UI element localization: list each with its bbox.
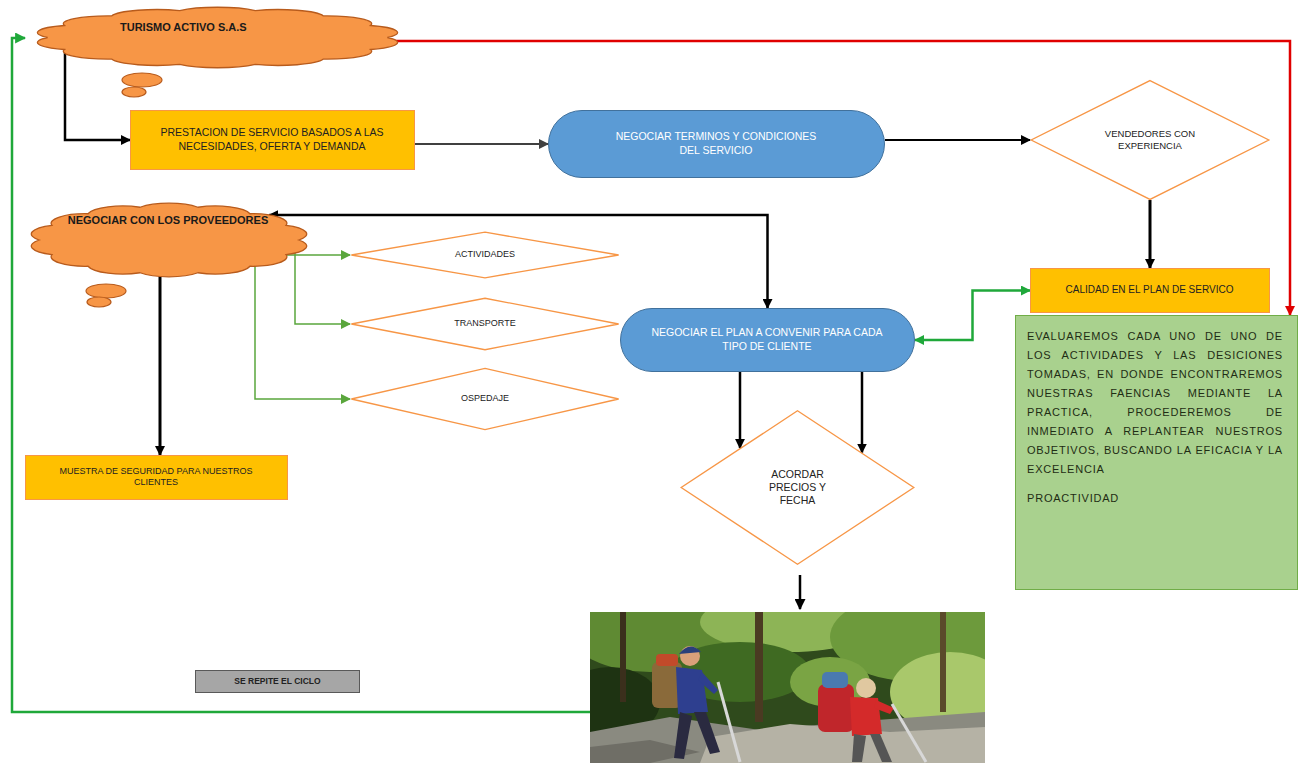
hikers-photo	[590, 612, 985, 763]
connector	[1149, 200, 1152, 268]
diamond-shape	[1031, 81, 1269, 200]
node-text: PRESTACION DE SERVICIO BASADOS A LAS NEC…	[152, 126, 392, 152]
process-box: MUESTRA DE SEGURIDAD PARA NUESTROS CLIEN…	[25, 455, 288, 500]
decision-diamond: VENDEDORES CON EXPERIENCIA	[1030, 80, 1270, 200]
label-box: SE REPITE EL CICLO	[195, 670, 360, 693]
node-content: NEGOCIAR EL PLAN A CONVENIR PARA CADA TI…	[642, 326, 892, 352]
connector	[375, 41, 1290, 315]
node-text: CALIDAD EN EL PLAN DE SERVICO	[1045, 284, 1255, 297]
node-content: PRESTACION DE SERVICIO BASADOS A LAS NEC…	[152, 126, 392, 152]
node-content: ACORDAR PRECIOS Y FECHA	[755, 468, 840, 507]
node-text: NEGOCIAR EL PLAN A CONVENIR PARA CADA TI…	[642, 326, 892, 352]
node-text: TRANSPORTE	[425, 318, 545, 329]
node-content: ACTIVIDADES	[425, 249, 545, 260]
node-content: TURISMO ACTIVO S.A.S	[120, 21, 300, 35]
node-content: SE REPITE EL CICLO	[203, 676, 353, 687]
node-text: MUESTRA DE SEGURIDAD PARA NUESTROS CLIEN…	[41, 466, 271, 489]
node-subtext: PROACTIVIDAD	[1027, 489, 1283, 508]
node-text: NEGOCIAR CON LOS PROVEEDORES	[63, 214, 273, 228]
process-box: PRESTACION DE SERVICIO BASADOS A LAS NEC…	[130, 110, 415, 170]
decision-diamond: ACORDAR PRECIOS Y FECHA	[680, 410, 915, 565]
node-text: EVALUAREMOS CADA UNO DE UNO DE LOS ACTIV…	[1027, 327, 1283, 479]
cloud-callout: NEGOCIAR CON LOS PROVEEDORES	[18, 198, 320, 282]
decision-diamond: TRANSPORTE	[350, 298, 620, 350]
node-content: VENDEDORES CON EXPERIENCIA	[1095, 128, 1205, 152]
connector	[861, 372, 864, 453]
cloud-shape	[37, 7, 397, 68]
diamond-shape	[681, 411, 914, 564]
rounded-process: NEGOCIAR TERMINOS Y CONDICIONES DEL SERV…	[548, 110, 885, 178]
node-text: OSPEDAJE	[425, 393, 545, 404]
node-content: OSPEDAJE	[425, 393, 545, 404]
cloud-shape	[31, 203, 306, 277]
node-content: EVALUAREMOS CADA UNO DE UNO DE LOS ACTIV…	[1027, 327, 1283, 508]
node-text: NEGOCIAR TERMINOS Y CONDICIONES DEL SERV…	[606, 130, 826, 156]
cloud-outline	[18, 198, 320, 282]
node-text: VENDEDORES CON EXPERIENCIA	[1095, 128, 1205, 152]
node-text: TURISMO ACTIVO S.A.S	[120, 21, 300, 35]
node-content: MUESTRA DE SEGURIDAD PARA NUESTROS CLIEN…	[41, 466, 271, 489]
connector	[885, 139, 1030, 141]
diamond-shape	[351, 232, 618, 278]
decision-diamond: ACTIVIDADES	[350, 232, 620, 278]
decision-diamond: OSPEDAJE	[350, 368, 620, 430]
connector	[295, 240, 350, 324]
connector	[415, 143, 548, 145]
node-content: TRANSPORTE	[425, 318, 545, 329]
node-text: ACTIVIDADES	[425, 249, 545, 260]
cloud-outline	[20, 3, 415, 72]
connector	[915, 291, 1030, 341]
rounded-process: NEGOCIAR EL PLAN A CONVENIR PARA CADA TI…	[620, 308, 915, 372]
node-text: ACORDAR PRECIOS Y FECHA	[755, 468, 840, 507]
connector	[739, 372, 742, 448]
photo-arrow	[799, 575, 802, 609]
cloud-callout: TURISMO ACTIVO S.A.S	[20, 3, 415, 72]
diamond-shape	[351, 368, 618, 429]
node-content: CALIDAD EN EL PLAN DE SERVICO	[1045, 284, 1255, 297]
connector	[269, 215, 767, 308]
process-box: CALIDAD EN EL PLAN DE SERVICO	[1030, 268, 1270, 313]
diamond-shape	[351, 298, 618, 349]
note-box: EVALUAREMOS CADA UNO DE UNO DE LOS ACTIV…	[1015, 315, 1298, 590]
node-content: NEGOCIAR CON LOS PROVEEDORES	[63, 214, 273, 228]
node-text: SE REPITE EL CICLO	[203, 676, 353, 687]
node-content: NEGOCIAR TERMINOS Y CONDICIONES DEL SERV…	[606, 130, 826, 156]
